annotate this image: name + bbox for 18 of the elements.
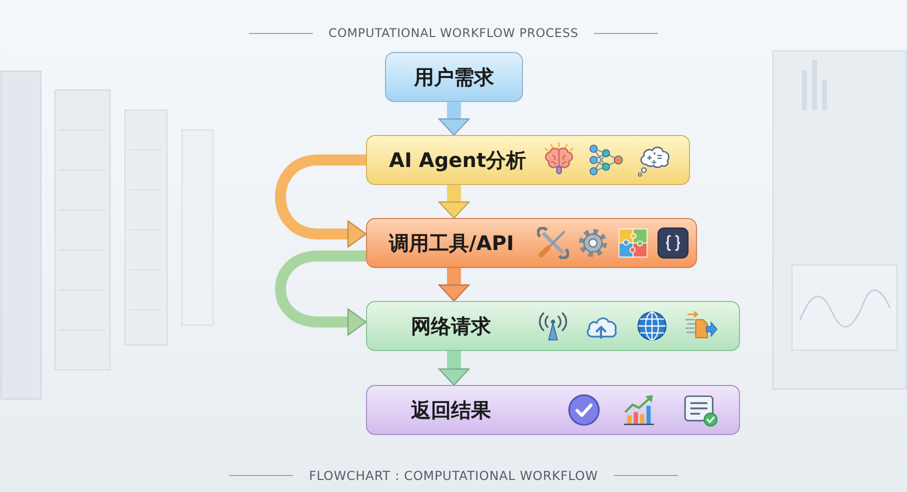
process-box [366, 135, 690, 185]
arrow [438, 351, 470, 386]
step-label: 返回结果 [411, 398, 491, 422]
curved-arrow [275, 154, 367, 248]
step-label: 调用工具/API [389, 231, 514, 255]
step-label: AI Agent分析 [389, 148, 526, 172]
step-label: 网络请求 [411, 314, 491, 338]
process-box [366, 218, 697, 268]
diagram-caption: FLOWCHART : COMPUTATIONAL WORKFLOW [308, 468, 598, 482]
arrow [438, 185, 470, 219]
arrow [438, 102, 470, 136]
curved-arrow [275, 250, 367, 336]
process-box [366, 301, 740, 351]
process-box [366, 385, 740, 435]
process-box [385, 52, 523, 102]
diagram-title: COMPUTATIONAL WORKFLOW PROCESS [328, 26, 578, 40]
step-label: 用户需求 [414, 65, 494, 89]
arrow [438, 268, 470, 302]
